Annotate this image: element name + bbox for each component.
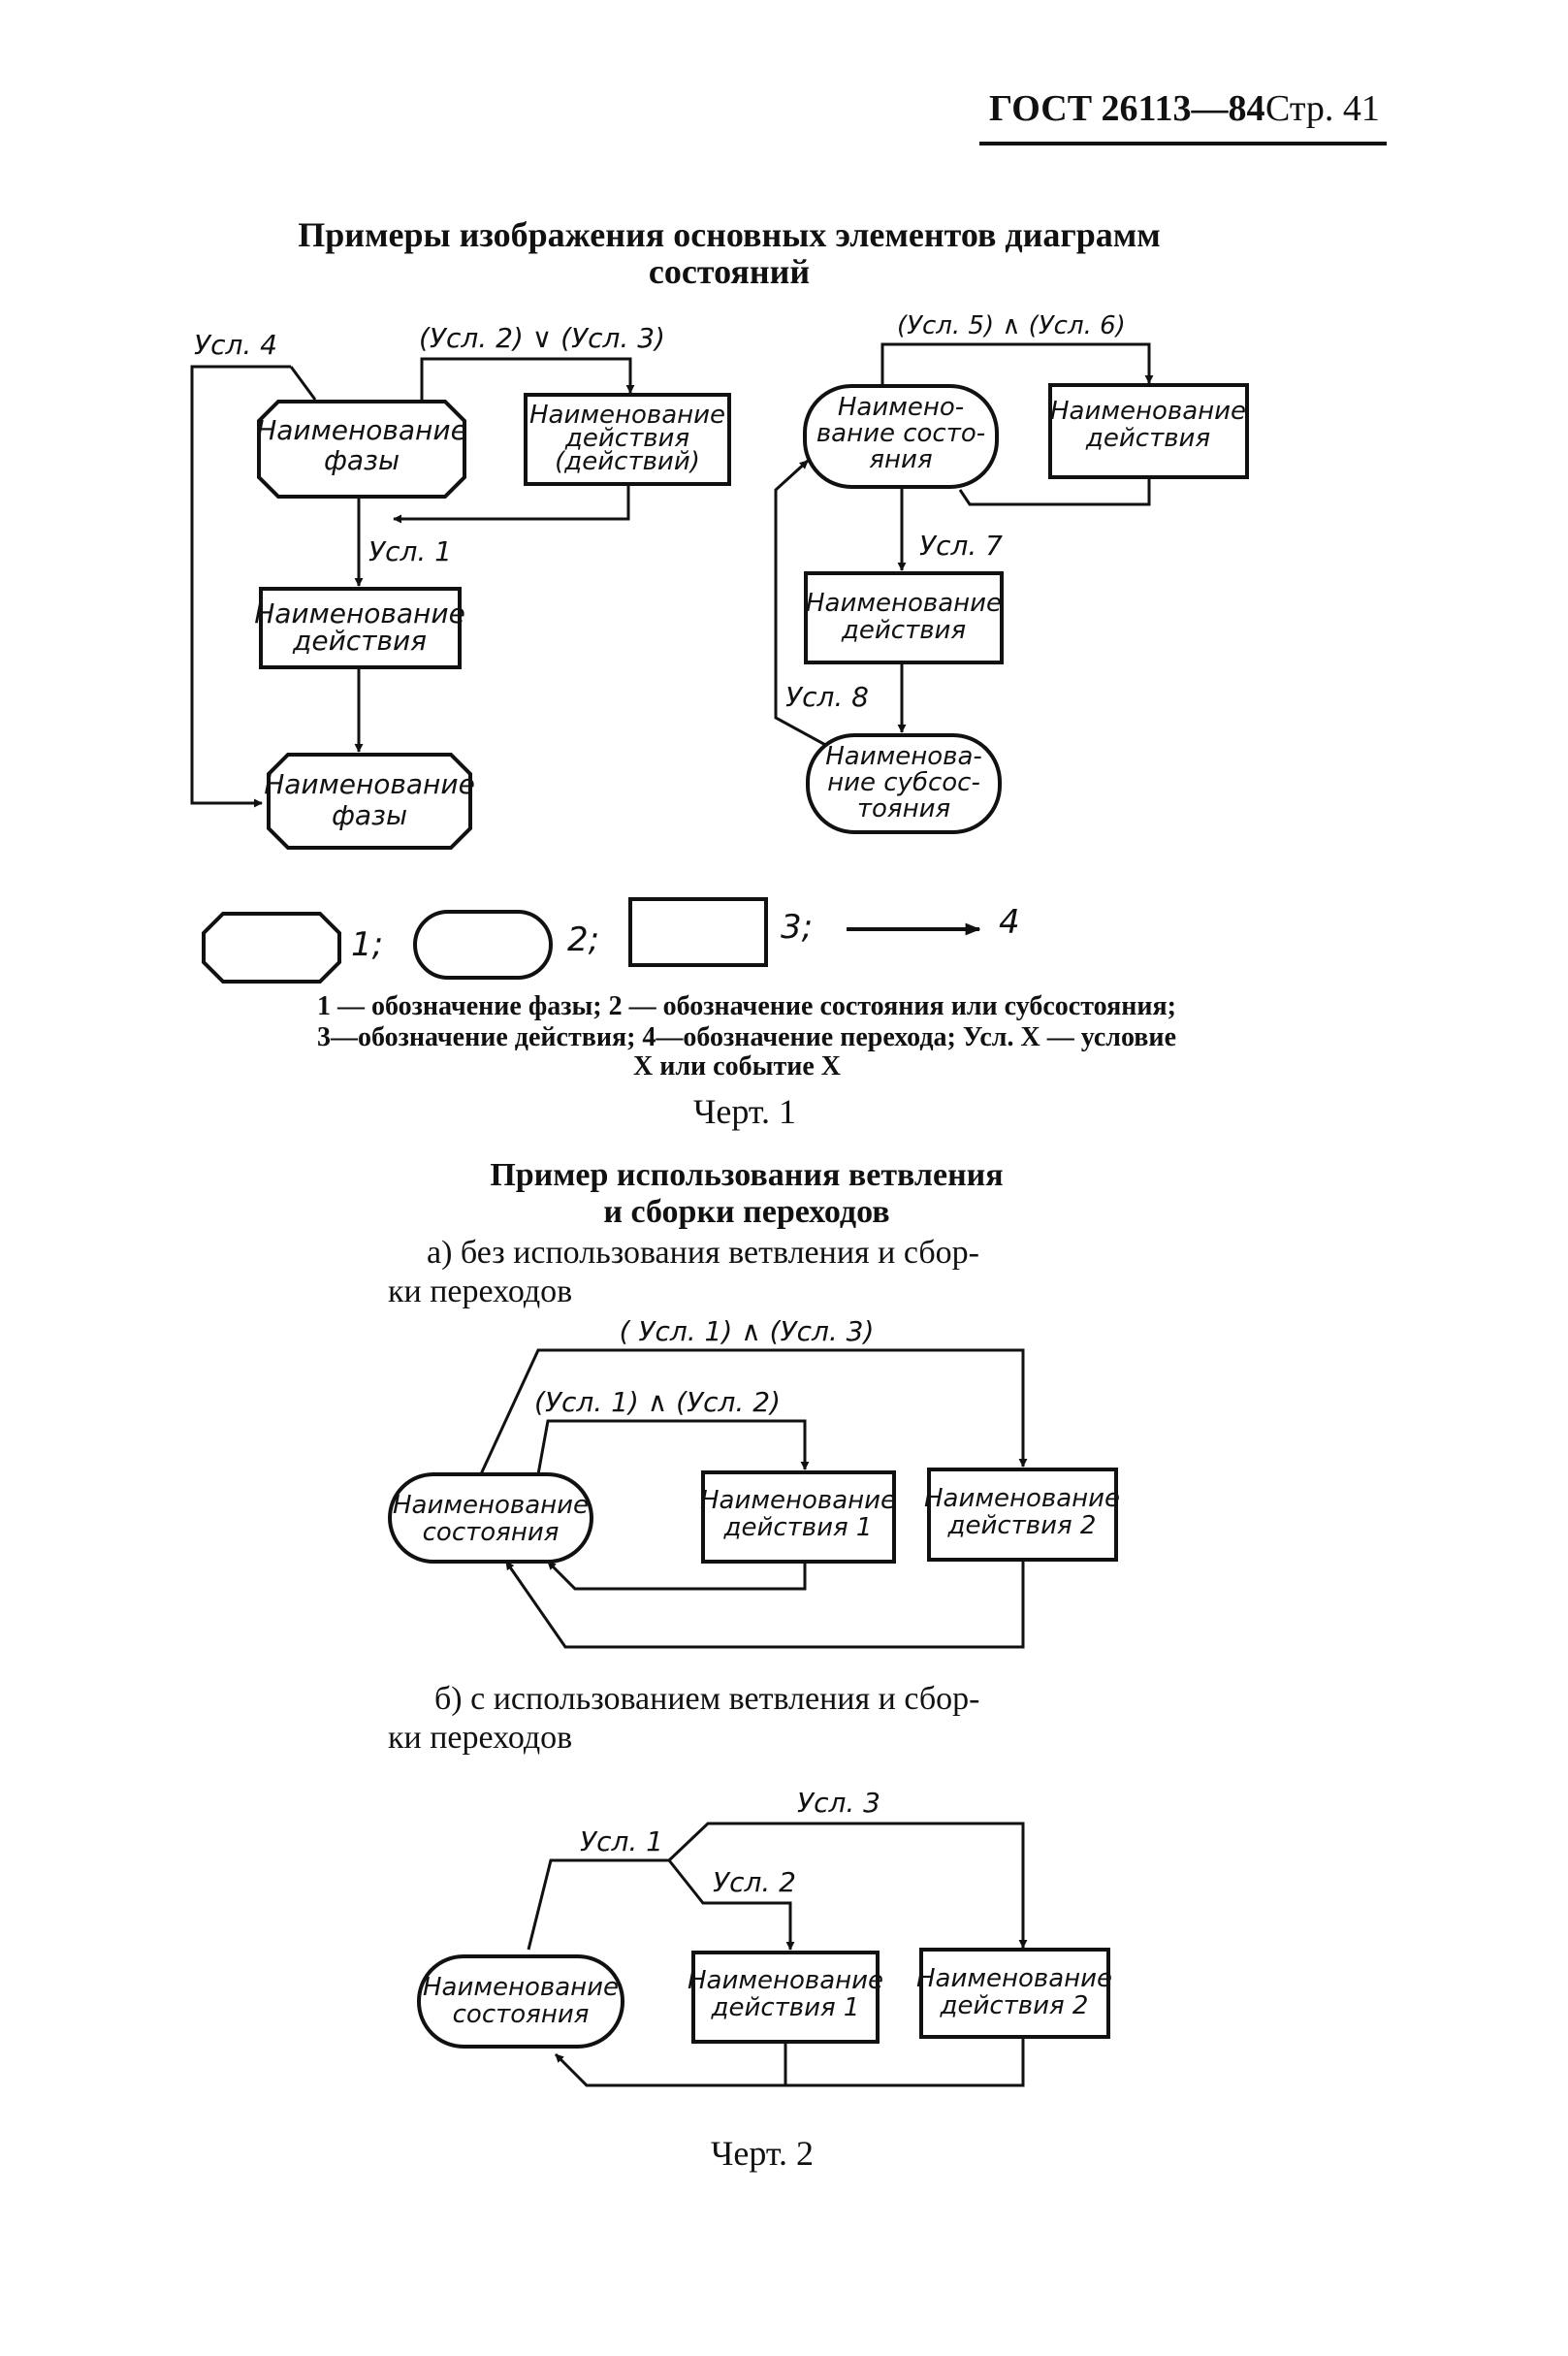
- right-substate-text-b: ние субсос-: [827, 768, 980, 797]
- right-cond8-label: Усл. 8: [785, 681, 869, 713]
- b-action-2-text-a: Наименование: [916, 1964, 1112, 1993]
- left-phase-box-1: [257, 400, 466, 499]
- a-cond13-label: ( Усл. 1) ∧ (Усл. 3): [620, 1315, 875, 1347]
- b-cond3-label: Усл. 3: [797, 1787, 880, 1819]
- a-action-1-text-b: действия 1: [723, 1513, 873, 1542]
- right-action-box-1: [1048, 383, 1249, 479]
- left-cond1-label: Усл. 1: [368, 535, 452, 567]
- chart2-b-line2: ки переходов: [388, 1720, 572, 1756]
- left-cond4-branch: [289, 366, 317, 401]
- a-action-1-text-a: Наименование: [700, 1486, 896, 1515]
- b-state-text-a: Наименование: [423, 1973, 619, 2002]
- a-cond13-arrow: [478, 1348, 1028, 1477]
- chart2-b-line1: б) с использованием ветвления и сбор-: [434, 1681, 979, 1717]
- right-state-text-b: вание состо-: [816, 419, 985, 448]
- a-cond12-label: (Усл. 1) ∧ (Усл. 2): [534, 1386, 781, 1418]
- chart2-diagram-b: Усл. 1 Усл. 2 Усл. 3 Наименование состоя…: [417, 1787, 1112, 2087]
- right-cond7-label: Усл. 7: [919, 530, 1003, 562]
- legend-mark-2: 2;: [567, 920, 599, 959]
- legend-mark-4: 4: [999, 903, 1020, 942]
- b-cond1-label: Усл. 1: [580, 1825, 663, 1857]
- left-loop-line: [190, 365, 291, 808]
- chart2-title-line2: и сборки переходов: [603, 1194, 889, 1230]
- chart1-right-diagram: (Усл. 5) ∧ (Усл. 6) Усл. 7 Усл. 8 Наимен…: [774, 311, 1249, 834]
- right-substate-text-c: тояния: [857, 794, 950, 823]
- a-return-1: [546, 1560, 807, 1591]
- right-cond56-label: (Усл. 5) ∧ (Усл. 6): [897, 311, 1126, 340]
- left-phase-1-text-b: фазы: [324, 444, 400, 476]
- right-state-text-a: Наимено-: [838, 393, 964, 422]
- left-action-1-text-c: (действий): [555, 447, 700, 476]
- a-action-box-1: [701, 1470, 896, 1564]
- b-action-box-1: [691, 1951, 880, 2044]
- chart2-caption: Черт. 2: [711, 2134, 814, 2173]
- legend-line-1: 1 — обозначение фазы; 2 — обозначение со…: [317, 991, 1176, 1021]
- right-action-1-text-a: Наименование: [1050, 397, 1246, 426]
- right-action-1-text-b: действия: [1085, 424, 1210, 453]
- left-action-2-text-b: действия: [292, 625, 427, 657]
- right-cond56-arrow: [880, 342, 1154, 386]
- left-cond4-label: Усл. 4: [194, 329, 277, 361]
- legend-line-3: X или событие X: [633, 1051, 841, 1081]
- left-phase-box-2: [267, 753, 472, 850]
- left-phase-2-text-a: Наименование: [264, 768, 475, 800]
- right-substate-text-a: Наименова-: [825, 742, 982, 771]
- a-action-2-text-b: действия 2: [947, 1511, 1097, 1540]
- b-cond2-label: Усл. 2: [713, 1866, 796, 1898]
- a-state-box: [388, 1472, 593, 1564]
- right-action-2-text-b: действия: [841, 616, 966, 645]
- legend-mark-1: 1;: [351, 925, 383, 964]
- right-state-text-c: яния: [869, 445, 932, 474]
- left-cond23-label: (Усл. 2) ∨ (Усл. 3): [419, 322, 665, 354]
- a-state-text-b: состояния: [423, 1518, 560, 1547]
- legend-phase-symbol: [202, 912, 341, 984]
- b-cond3-arrow: [667, 1822, 1028, 1949]
- legend-line-2: 3—обозначение действия; 4—обозначение пе…: [317, 1022, 1176, 1052]
- legend-action-symbol: [628, 897, 768, 967]
- legend-mark-3: 3;: [781, 908, 813, 947]
- b-state-text-b: состояния: [453, 2000, 590, 2029]
- chart1-title-line2: состояний: [649, 252, 810, 291]
- a-action-2-text-a: Наименование: [924, 1484, 1120, 1513]
- right-state-box: [803, 384, 999, 489]
- a-state-text-a: Наименование: [393, 1491, 589, 1520]
- a-cond12-arrow: [536, 1419, 810, 1475]
- b-action-box-2: [919, 1948, 1110, 2039]
- chart2-a-line2: ки переходов: [388, 1274, 572, 1309]
- right-action-box-2: [804, 571, 1004, 664]
- right-substate-box: [806, 733, 1002, 834]
- left-action-1-text-a: Наименование: [529, 401, 725, 430]
- b-action-1-text-a: Наименование: [688, 1966, 883, 1995]
- chart1-title-line1: Примеры изображения основных элементов д…: [298, 215, 1161, 254]
- left-action-2-text-a: Наименование: [254, 597, 465, 629]
- left-phase-2-text-b: фазы: [332, 799, 407, 831]
- chart1-caption: Черт. 1: [693, 1092, 796, 1131]
- legend-state-symbol: [413, 910, 553, 980]
- right-cond8-loop: [774, 459, 830, 749]
- left-action-box-2: [259, 587, 462, 669]
- chart2-a-line1: а) без использования ветвления и сбор-: [427, 1235, 979, 1271]
- right-return-line: [958, 477, 1151, 506]
- b-action-2-text-b: действия 2: [940, 1991, 1089, 2020]
- left-return-line: [393, 483, 630, 524]
- b-state-box: [417, 1954, 624, 2049]
- b-cond1-line: [527, 1858, 669, 1951]
- b-merge-line: [556, 2037, 1025, 2087]
- left-action-1-text-b: действия: [564, 424, 689, 453]
- left-cond23-arrow: [420, 357, 635, 402]
- header-page: Стр. 41: [1265, 88, 1380, 129]
- a-action-box-2: [927, 1468, 1118, 1562]
- b-cond2-arrow: [667, 1859, 795, 1951]
- chart1-legend-symbols: 1; 2; 3; 4: [202, 897, 1020, 984]
- b-action-1-text-b: действия 1: [711, 1993, 860, 2022]
- chart2-title-line1: Пример использования ветвления: [490, 1157, 1003, 1193]
- a-return-2: [504, 1560, 1025, 1649]
- chart2-diagram-a: ( Усл. 1) ∧ (Усл. 3) (Усл. 1) ∧ (Усл. 2)…: [388, 1315, 1120, 1649]
- header-gost: ГОСТ 26113—84: [989, 88, 1264, 129]
- left-action-box-1: [524, 393, 731, 486]
- chart1-left-diagram: Усл. 4 (Усл. 2) ∨ (Усл. 3) Усл. 1 Наимен…: [190, 322, 731, 850]
- right-action-2-text-a: Наименование: [806, 589, 1002, 618]
- left-phase-1-text-a: Наименование: [256, 414, 467, 446]
